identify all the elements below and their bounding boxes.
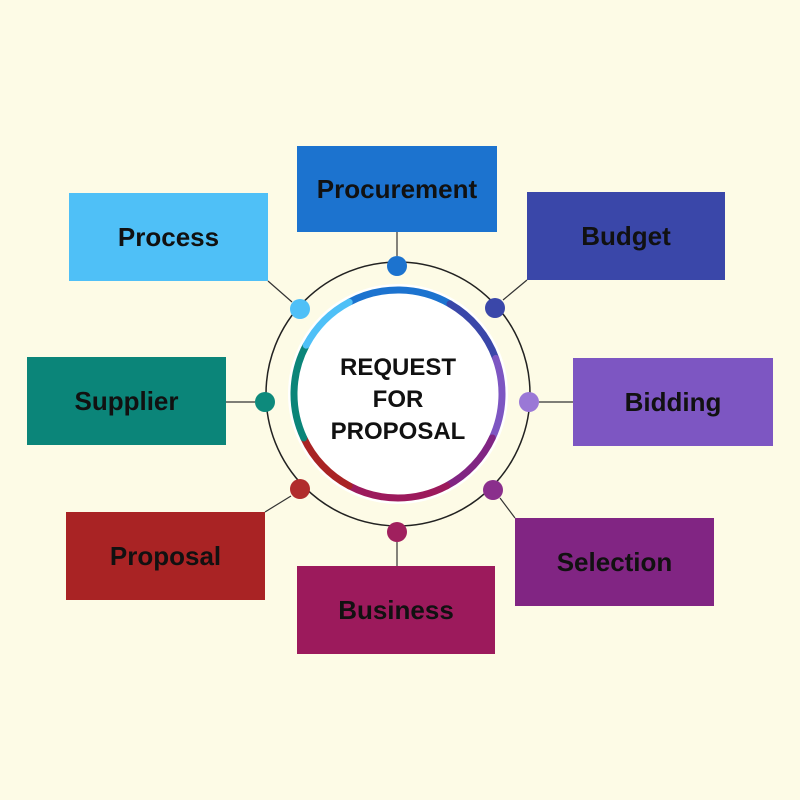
box-bidding: Bidding bbox=[573, 358, 773, 446]
arc-budget bbox=[446, 300, 500, 362]
connector-proposal bbox=[264, 495, 292, 513]
box-proposal-label: Proposal bbox=[109, 540, 222, 571]
arc-selection bbox=[443, 434, 496, 490]
box-process-label: Process bbox=[117, 221, 220, 252]
center-disc bbox=[288, 284, 508, 504]
arc-bidding bbox=[488, 354, 506, 442]
connector-budget bbox=[502, 279, 528, 301]
center-title-line-1: REQUEST bbox=[339, 354, 456, 381]
dot-bidding bbox=[519, 392, 539, 412]
connector-selection bbox=[499, 497, 516, 519]
box-procurement-label: Procurement bbox=[316, 173, 478, 204]
box-proposal: Proposal bbox=[66, 512, 265, 600]
box-business: Business bbox=[297, 566, 495, 654]
box-bidding-label: Bidding bbox=[624, 386, 722, 417]
box-budget-label: Budget bbox=[581, 220, 671, 251]
dot-budget bbox=[485, 298, 505, 318]
arc-proposal bbox=[300, 434, 353, 490]
box-business-label: Business bbox=[338, 594, 454, 625]
box-process: Process bbox=[69, 193, 268, 281]
node-dots bbox=[255, 256, 539, 542]
center-title-line-2: FOR bbox=[372, 386, 424, 413]
dot-supplier bbox=[255, 392, 275, 412]
arc-supplier bbox=[290, 341, 310, 442]
box-budget: Budget bbox=[527, 192, 725, 280]
dot-proposal bbox=[290, 479, 310, 499]
connector-process bbox=[267, 280, 293, 303]
center-title: REQUEST FOR PROPOSAL bbox=[300, 352, 496, 448]
dot-selection bbox=[483, 480, 503, 500]
box-supplier: Supplier bbox=[27, 357, 226, 445]
box-selection: Selection bbox=[515, 518, 714, 606]
dot-procurement bbox=[387, 256, 407, 276]
center-title-line-3: PROPOSAL bbox=[330, 418, 466, 445]
box-supplier-label: Supplier bbox=[74, 385, 179, 416]
box-selection-label: Selection bbox=[556, 546, 673, 577]
arc-process bbox=[302, 298, 353, 349]
arc-procurement bbox=[345, 286, 454, 308]
box-procurement: Procurement bbox=[297, 146, 497, 232]
connector-lines bbox=[226, 232, 573, 566]
dot-process bbox=[290, 299, 310, 319]
dot-business bbox=[387, 522, 407, 542]
color-ring-segments bbox=[290, 286, 506, 502]
arc-business bbox=[345, 482, 451, 502]
